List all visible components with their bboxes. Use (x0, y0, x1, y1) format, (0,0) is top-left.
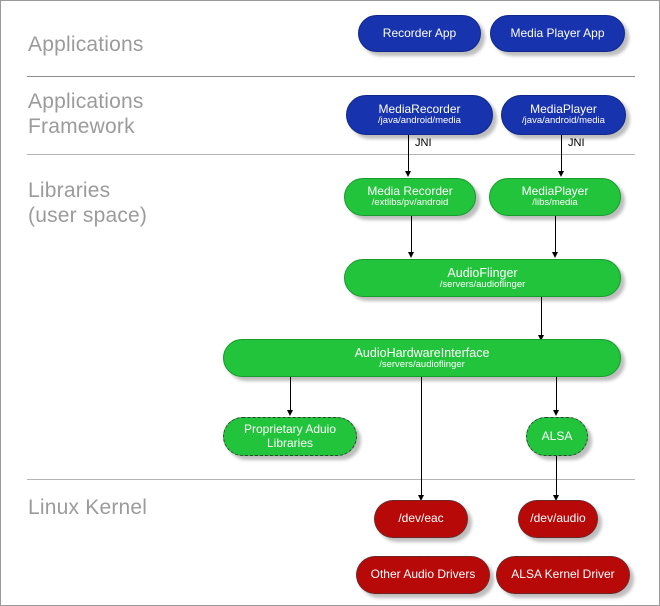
node-audio-hardware-interface-title: AudioHardwareInterface (354, 345, 490, 360)
connector-ahi-to-alsa (556, 377, 557, 411)
node-other-audio-drivers[interactable]: Other Audio Drivers (356, 556, 490, 594)
node-alsa-kernel-driver[interactable]: ALSA Kernel Driver (496, 556, 630, 594)
layer-label-applications: Applications (28, 33, 144, 56)
node-alsa[interactable]: ALSA (526, 417, 588, 456)
node-audio-hardware-interface-subtitle: /servers/audioflinger (379, 358, 465, 370)
arrowhead-audioflinger-to-audiohardwareinterface (538, 335, 544, 341)
divider-applications (27, 76, 635, 77)
node-media-player-app[interactable]: Media Player App (490, 15, 625, 52)
arrowhead-ahi-to-alsa (553, 410, 559, 416)
arrowhead-jni-right (558, 171, 564, 177)
connector-media-player-to-audioflinger (555, 216, 556, 253)
node-media-player-library-subtitle: /libs/media (532, 197, 578, 209)
arrowhead-ahi-to-dev-eac (418, 495, 424, 501)
node-media-recorder-library-title: Media Recorder (367, 183, 453, 198)
node-audio-flinger-title: AudioFlinger (447, 265, 518, 280)
arrowhead-media-player-to-audioflinger (552, 252, 558, 258)
connector-ahi-to-proprietary-libs (290, 377, 291, 411)
layer-label-applications-framework: Applications Framework (28, 90, 144, 138)
node-media-recorder-library-subtitle: /extlibs/pv/android (371, 197, 449, 209)
node-media-recorder-framework-title: MediaRecorder (378, 101, 461, 116)
divider-applications-framework (27, 154, 635, 155)
node-media-player-library[interactable]: MediaPlayer /libs/media (489, 178, 621, 216)
node-media-recorder-framework[interactable]: MediaRecorder /java/android/media (346, 95, 493, 135)
arrowhead-alsa-to-dev-audio (553, 495, 559, 501)
edge-label-jni-right: JNI (568, 137, 585, 149)
node-alsa-title: ALSA (541, 428, 573, 443)
node-media-player-framework[interactable]: MediaPlayer /java/android/media (501, 95, 626, 135)
node-other-audio-drivers-title: Other Audio Drivers (370, 567, 476, 582)
node-media-player-framework-subtitle: /java/android/media (522, 115, 605, 127)
node-recorder-app[interactable]: Recorder App (358, 15, 481, 52)
node-media-player-app-title: Media Player App (510, 25, 605, 40)
connector-audioflinger-to-audiohardwareinterface (541, 297, 542, 337)
node-media-player-library-title: MediaPlayer (521, 183, 589, 198)
node-audio-flinger-subtitle: /servers/audioflinger (439, 278, 526, 290)
node-audio-flinger[interactable]: AudioFlinger /servers/audioflinger (344, 259, 621, 297)
connector-alsa-to-dev-audio (556, 456, 557, 496)
connector-media-recorder-to-audioflinger (411, 216, 412, 253)
node-recorder-app-title: Recorder App (382, 25, 457, 40)
edge-label-jni-left: JNI (415, 137, 432, 149)
node-audio-hardware-interface[interactable]: AudioHardwareInterface /servers/audiofli… (223, 339, 621, 377)
node-proprietary-audio-libraries-title: Proprietary Aduio (243, 422, 337, 437)
node-dev-eac-title: /dev/eac (398, 511, 444, 526)
arrowhead-jni-left (405, 171, 411, 177)
node-dev-audio[interactable]: /dev/audio (518, 500, 598, 538)
divider-libraries (27, 479, 635, 480)
node-media-player-framework-title: MediaPlayer (530, 101, 597, 116)
node-alsa-kernel-driver-title: ALSA Kernel Driver (511, 567, 615, 582)
connector-ahi-to-dev-eac (421, 377, 422, 496)
layer-label-libraries: Libraries (user space) (28, 179, 148, 227)
layer-label-linux-kernel: Linux Kernel (28, 496, 148, 519)
node-media-recorder-library[interactable]: Media Recorder /extlibs/pv/android (344, 178, 476, 216)
connector-jni-right (561, 135, 562, 173)
node-proprietary-audio-libraries[interactable]: Proprietary Aduio Libraries (223, 417, 357, 456)
connector-jni-left (408, 135, 409, 173)
node-dev-eac[interactable]: /dev/eac (374, 500, 468, 538)
node-media-recorder-framework-subtitle: /java/android/media (378, 115, 461, 127)
node-proprietary-audio-libraries-subtitle: Libraries (266, 435, 314, 450)
arrowhead-media-recorder-to-audioflinger (408, 252, 414, 258)
node-dev-audio-title: /dev/audio (530, 511, 586, 526)
arrowhead-ahi-to-proprietary-libs (287, 410, 293, 416)
